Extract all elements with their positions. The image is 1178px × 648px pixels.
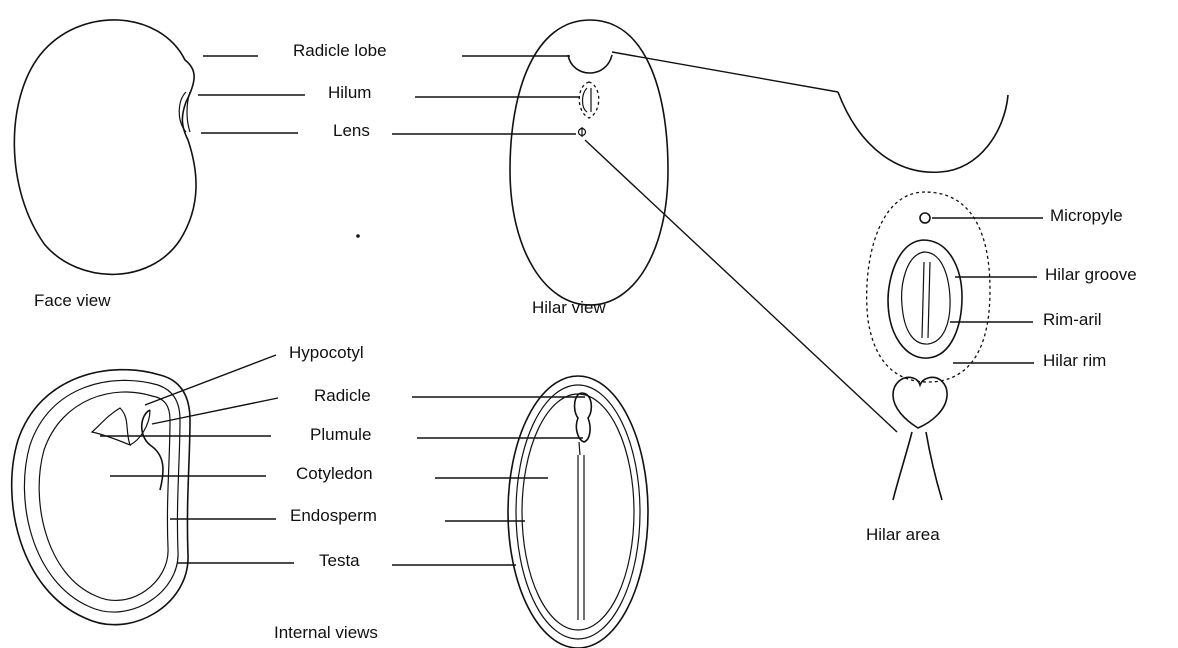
label-hilar-view: Hilar view — [532, 298, 606, 317]
label-plumule: Plumule — [310, 425, 371, 444]
hilar-area-enlarged — [838, 92, 1008, 500]
internal-view-left-seed — [12, 370, 190, 625]
micropyle-circle — [920, 213, 930, 223]
label-micropyle: Micropyle — [1050, 206, 1123, 225]
label-hilar-rim: Hilar rim — [1043, 351, 1106, 370]
label-lens: Lens — [333, 121, 370, 140]
label-endosperm: Endosperm — [290, 506, 377, 525]
label-hilar-area: Hilar area — [866, 525, 940, 544]
face-view-seed — [14, 20, 196, 274]
label-testa: Testa — [319, 551, 360, 570]
internal-view-right-seed — [508, 376, 648, 648]
hilar-view-seed — [510, 20, 668, 305]
label-cotyledon: Cotyledon — [296, 464, 373, 483]
label-hypocotyl: Hypocotyl — [289, 343, 364, 362]
label-internal-views: Internal views — [274, 623, 378, 642]
label-radicle-lobe: Radicle lobe — [293, 41, 387, 60]
stray-mark — [356, 234, 360, 238]
label-face-view: Face view — [34, 291, 111, 310]
label-radicle: Radicle — [314, 386, 371, 405]
label-hilum: Hilum — [328, 83, 371, 102]
label-rim-aril: Rim-aril — [1043, 310, 1102, 329]
label-hilar-groove: Hilar groove — [1045, 265, 1137, 284]
